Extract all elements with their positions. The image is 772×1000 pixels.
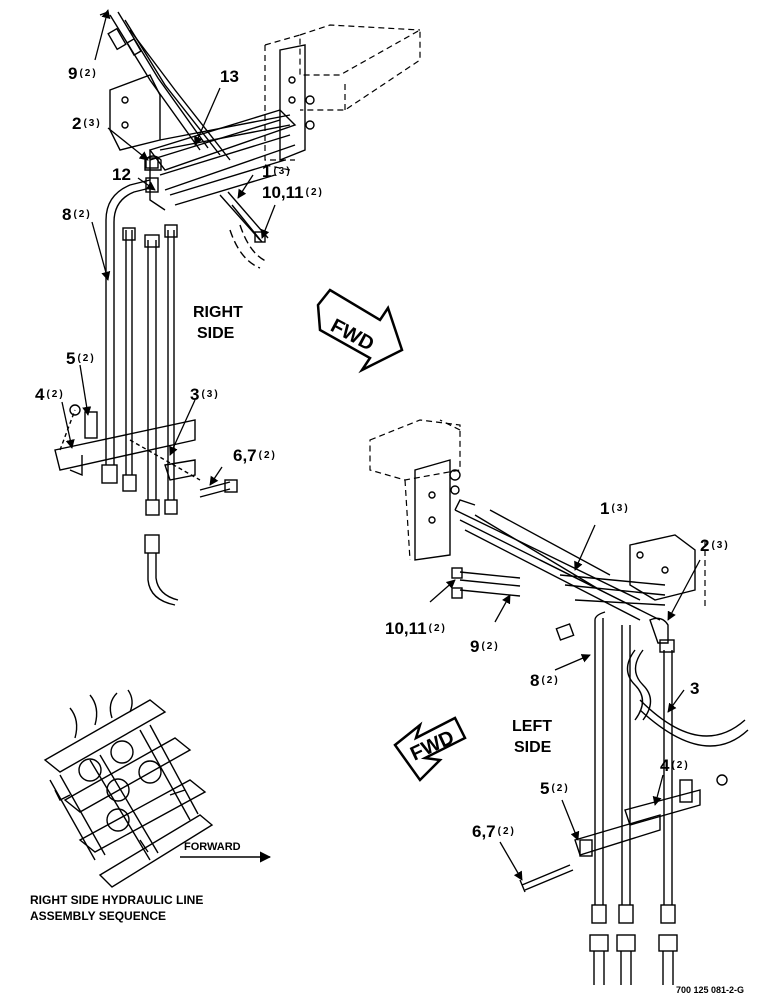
callout-r9: 9(2) <box>68 64 98 83</box>
callout-r2: 2(3) <box>72 114 102 133</box>
callout-r4: 4(2) <box>35 385 65 404</box>
callout-r12: 12 <box>112 165 131 184</box>
forward-label: FORWARD <box>184 841 241 853</box>
callout-r5: 5(2) <box>66 349 96 368</box>
callout-l9: 9(2) <box>470 637 500 656</box>
fwd-arrow-right: FWD <box>316 288 404 374</box>
callout-r13: 13 <box>220 67 239 86</box>
callout-l4: 4(2) <box>660 756 690 775</box>
callout-l8: 8(2) <box>530 671 560 690</box>
callout-r8: 8(2) <box>62 205 92 224</box>
right-side-title: RIGHT SIDE <box>193 304 243 342</box>
callout-l1: 1(3) <box>600 499 630 518</box>
fwd-arrow-left: FWD <box>393 716 467 782</box>
callout-r3: 3(3) <box>190 385 220 404</box>
right-side-assembly <box>54 11 421 606</box>
right-frame-dashed <box>264 24 421 171</box>
callout-l6-7: 6,7(2) <box>472 822 516 841</box>
drawing-code: 700 125 081-2-G <box>676 985 745 995</box>
callout-l2: 2(3) <box>700 536 730 555</box>
callout-r10-11: 10,11(2) <box>262 183 324 202</box>
left-side-assembly <box>369 419 749 985</box>
callout-l5: 5(2) <box>540 779 570 798</box>
callout-r1: 1(3) <box>262 162 292 181</box>
callout-l3: 3 <box>690 679 700 698</box>
callout-l10-11: 10,11(2) <box>385 619 447 638</box>
right-leaders <box>61 9 276 486</box>
left-side-title: LEFT SIDE <box>512 718 552 756</box>
assembly-sequence-inset <box>43 689 214 888</box>
left-leaders <box>429 524 701 881</box>
callout-r6-7: 6,7(2) <box>233 446 277 465</box>
inset-caption: RIGHT SIDE HYDRAULIC LINE ASSEMBLY SEQUE… <box>30 893 204 923</box>
